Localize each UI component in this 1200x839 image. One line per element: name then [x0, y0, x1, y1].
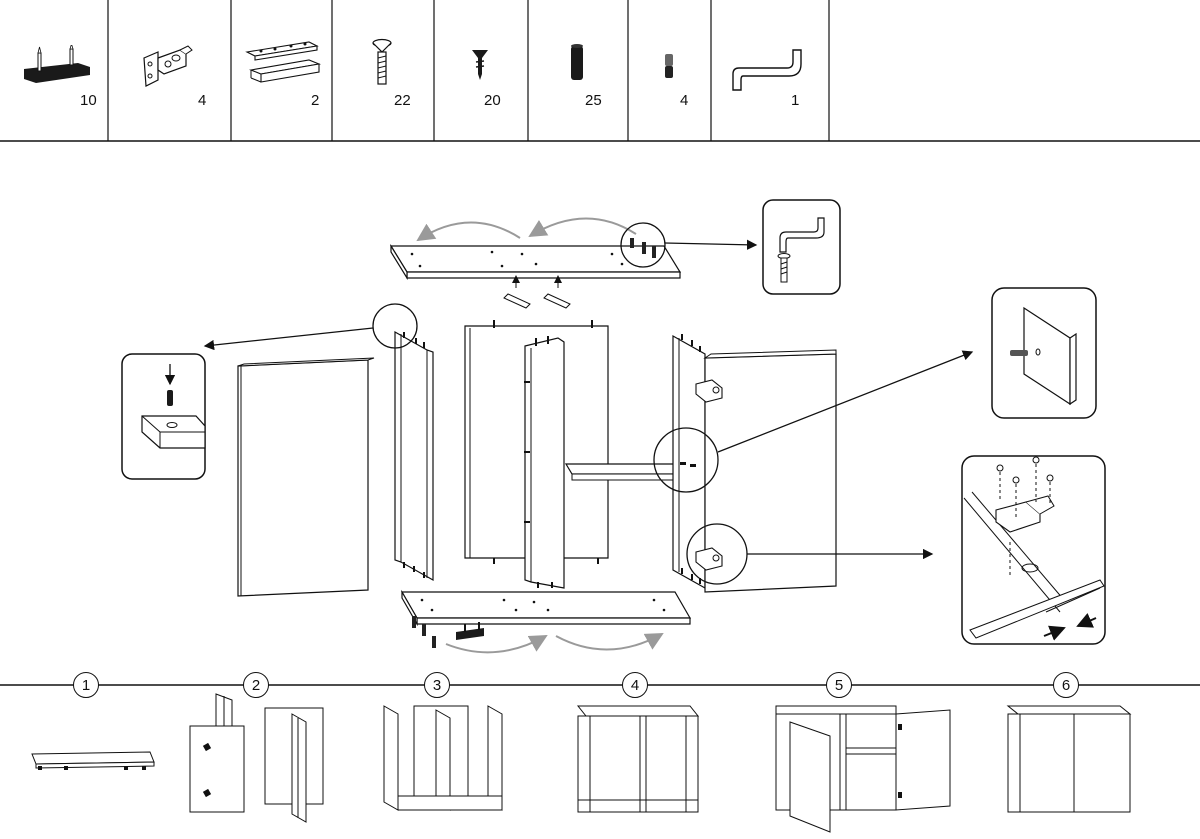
part-allen-key: 1 [711, 0, 829, 142]
step-number-2: 2 [243, 672, 269, 698]
step-number-1: 1 [73, 672, 99, 698]
step-number-4: 4 [622, 672, 648, 698]
detail-box-dowel [121, 353, 206, 480]
part-screw-short: 20 [434, 0, 528, 142]
steps-drawing [0, 684, 1200, 833]
assembly-drawing [121, 199, 1106, 654]
top-panel [389, 243, 682, 281]
shelf [564, 463, 686, 481]
part-qty: 25 [585, 92, 602, 109]
long-screw-icon [372, 38, 392, 85]
step-3-illustration [383, 705, 503, 811]
rotate-arrow [445, 635, 548, 654]
exploded-assembly-diagram [0, 142, 1200, 682]
assembly-steps: 1 2 3 4 5 6 [0, 670, 1200, 839]
left-side-panel [394, 330, 434, 582]
part-qty: 1 [791, 92, 800, 109]
detail-box-hinge-mount [961, 455, 1106, 645]
bottom-panel [400, 589, 692, 627]
detail-box-allen-key [762, 199, 841, 295]
right-side-panel [672, 334, 706, 590]
step-2-illustration [189, 693, 324, 823]
part-qty: 4 [198, 92, 207, 109]
hinge-upper [695, 379, 723, 403]
parts-bar-lines [0, 0, 1200, 142]
left-door [237, 357, 375, 597]
step-number-5: 5 [826, 672, 852, 698]
detail-circle [653, 427, 719, 493]
step-4-illustration [576, 705, 700, 813]
part-connector-bar: 2 [231, 0, 332, 142]
part-qty: 22 [394, 92, 411, 109]
part-qty: 2 [311, 92, 320, 109]
hinge-icon [143, 45, 193, 87]
step-5-illustration [775, 705, 951, 833]
rotate-arrow [416, 221, 521, 242]
connector-bars [503, 275, 571, 309]
hinge-lower [695, 547, 723, 571]
step-6-illustration [1006, 705, 1132, 813]
dowel-strip-icon [24, 45, 90, 83]
step-1-illustration [31, 751, 155, 770]
step-number-6: 6 [1053, 672, 1079, 698]
part-dowel-strip: 10 [0, 0, 108, 142]
part-dowel: 25 [528, 0, 628, 142]
rotate-arrow [528, 217, 637, 238]
screw-detail [630, 238, 656, 258]
middle-divider-panel [524, 336, 565, 589]
part-pin: 4 [628, 0, 711, 142]
parts-bar: 10 4 2 [0, 0, 1200, 142]
connector-bar-icon [245, 41, 322, 83]
short-screw-icon [472, 50, 488, 80]
part-qty: 4 [680, 92, 689, 109]
detail-box-shelf-pin [991, 287, 1097, 419]
part-screw-long: 22 [332, 0, 434, 142]
rotate-arrow [555, 633, 664, 651]
wood-dowel-icon [571, 44, 583, 80]
detail-circle [620, 222, 666, 268]
step-number-3: 3 [424, 672, 450, 698]
shelf-pin-icon [665, 54, 673, 78]
bottom-screws [412, 616, 484, 648]
part-qty: 20 [484, 92, 501, 109]
detail-circle [372, 303, 418, 349]
allen-key-icon [732, 49, 802, 91]
right-door [703, 349, 837, 593]
part-hinge: 4 [108, 0, 231, 142]
part-qty: 10 [80, 92, 97, 109]
